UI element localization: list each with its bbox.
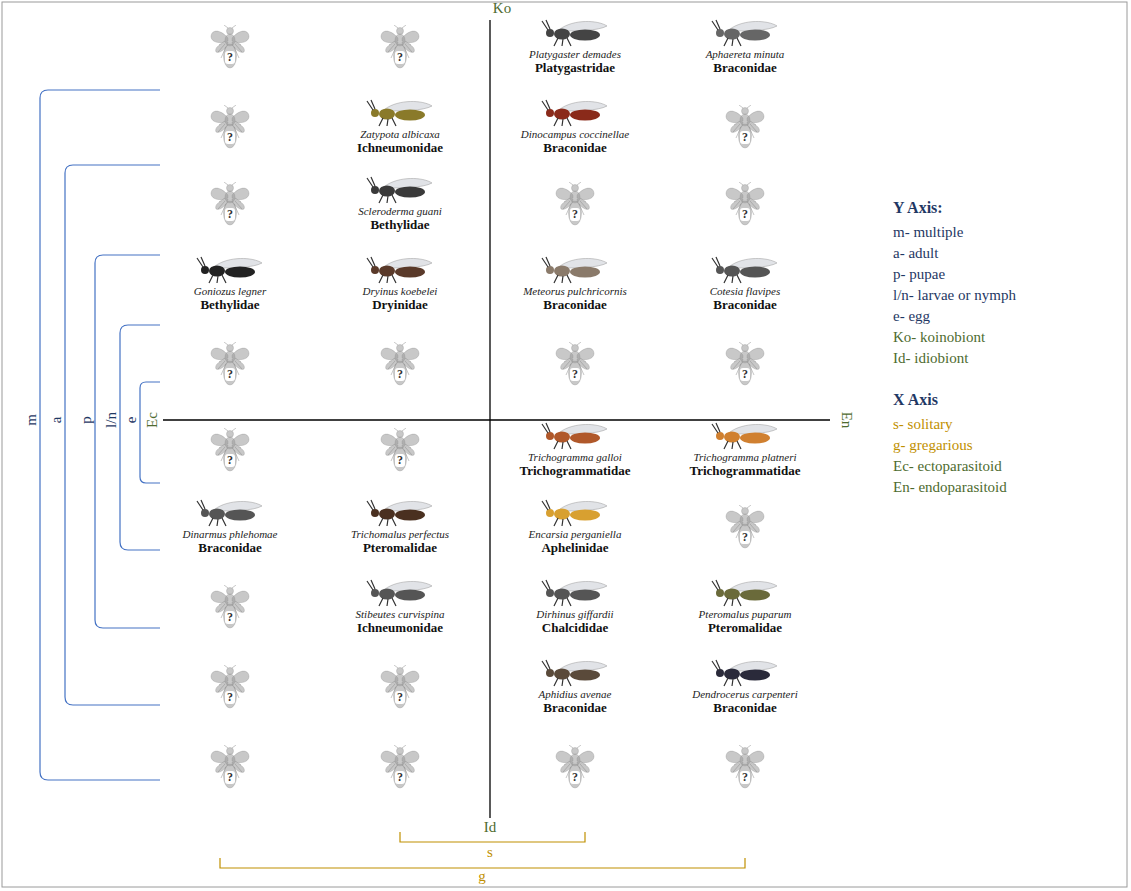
family-name: Bethylidae xyxy=(370,218,429,232)
legend-heading: Y Axis: xyxy=(893,200,943,216)
axis-label: l/n xyxy=(104,412,119,428)
legend-entry: g- gregarious xyxy=(893,437,973,454)
family-name: Pteromalidae xyxy=(363,541,437,555)
family-name: Braconidae xyxy=(713,701,777,715)
legend-entry: a- adult xyxy=(893,245,938,262)
species-name: Scleroderma guani xyxy=(358,205,442,217)
species-name: Dinocampus coccinellae xyxy=(521,128,629,140)
legend-entry: En- endoparasitoid xyxy=(893,479,1007,496)
species-pictures xyxy=(197,20,777,686)
species-name: Dinarmus phlehomae xyxy=(182,528,277,540)
species-name: Pteromalus puparum xyxy=(699,608,792,620)
axis-label: a xyxy=(49,417,64,424)
legend-entry: e- egg xyxy=(893,308,930,325)
species-name: Zatypota albicaxa xyxy=(360,128,440,140)
unknown-mark: ? xyxy=(395,771,405,784)
axis-label: Ko xyxy=(493,1,511,16)
legend-heading: X Axis xyxy=(893,392,938,408)
unknown-mark: ? xyxy=(225,771,235,784)
family-name: Ichneumonidae xyxy=(357,621,443,635)
unknown-mark: ? xyxy=(225,691,235,704)
family-name: Dryinidae xyxy=(372,298,428,312)
axis-label: e xyxy=(124,417,139,424)
unknown-mark: ? xyxy=(740,531,750,544)
unknown-mark: ? xyxy=(740,208,750,221)
family-name: Trichogrammatidae xyxy=(690,464,801,478)
unknown-mark: ? xyxy=(740,368,750,381)
axis-label: Ec xyxy=(145,412,160,428)
legend-entry: Ec- ectoparasitoid xyxy=(893,458,1002,475)
family-name: Braconidae xyxy=(543,701,607,715)
legend-entry: m- multiple xyxy=(893,224,963,241)
family-name: Trichogrammatidae xyxy=(520,464,631,478)
species-name: Dendrocerus carpenteri xyxy=(692,688,798,700)
legend-entry: l/n- larvae or nymph xyxy=(893,287,1016,304)
family-name: Platygastridae xyxy=(535,61,615,75)
legend-entry: Id- idiobiont xyxy=(893,350,968,367)
legend-entry: s- solitary xyxy=(893,416,953,433)
axis-label: s xyxy=(487,845,493,860)
species-name: Meteorus pulchricornis xyxy=(523,285,627,297)
family-name: Aphelinidae xyxy=(541,541,608,555)
species-name: Cotesia flavipes xyxy=(710,285,781,297)
unknown-mark: ? xyxy=(225,131,235,144)
species-name: Platygaster demades xyxy=(529,48,621,60)
unknown-mark: ? xyxy=(570,368,580,381)
species-name: Dryinus koebelei xyxy=(363,285,438,297)
unknown-mark: ? xyxy=(225,208,235,221)
species-name: Stibeutes curvispina xyxy=(356,608,445,620)
species-name: Aphidius avenae xyxy=(538,688,611,700)
unknown-mark: ? xyxy=(395,51,405,64)
family-name: Braconidae xyxy=(713,61,777,75)
unknown-mark: ? xyxy=(395,454,405,467)
unknown-mark: ? xyxy=(225,368,235,381)
family-name: Chalcididae xyxy=(542,621,608,635)
family-name: Braconidae xyxy=(543,141,607,155)
family-name: Braconidae xyxy=(543,298,607,312)
species-name: Encarsia perganiella xyxy=(529,528,622,540)
family-name: Braconidae xyxy=(198,541,262,555)
species-name: Goniozus legner xyxy=(194,285,266,297)
unknown-mark: ? xyxy=(395,691,405,704)
species-name: Dirhinus giffardii xyxy=(536,608,613,620)
stage-brackets xyxy=(40,90,160,780)
unknown-mark: ? xyxy=(225,51,235,64)
bottom-brackets xyxy=(220,832,745,868)
unknown-mark: ? xyxy=(740,131,750,144)
axis-label: Id xyxy=(484,820,497,835)
unknown-mark: ? xyxy=(225,454,235,467)
unknown-mark: ? xyxy=(225,611,235,624)
species-name: Trichogramma platneri xyxy=(694,451,797,463)
axis-label: p xyxy=(79,416,94,424)
species-name: Trichogramma galloi xyxy=(528,451,622,463)
x-axis xyxy=(163,419,830,420)
family-name: Braconidae xyxy=(713,298,777,312)
legend-entry: Ko- koinobiont xyxy=(893,329,985,346)
species-name: Aphaereta minuta xyxy=(706,48,785,60)
axis-label: m xyxy=(24,414,39,426)
unknown-mark: ? xyxy=(395,368,405,381)
family-name: Bethylidae xyxy=(200,298,259,312)
family-name: Pteromalidae xyxy=(708,621,782,635)
unknown-mark: ? xyxy=(570,208,580,221)
legend-entry: p- pupae xyxy=(893,266,945,283)
family-name: Ichneumonidae xyxy=(357,141,443,155)
unknown-mark: ? xyxy=(740,771,750,784)
axis-label: g xyxy=(478,869,486,884)
species-name: Trichomalus perfectus xyxy=(351,528,449,540)
y-axis xyxy=(489,20,490,818)
unknown-wasp-icons xyxy=(211,25,764,788)
axis-label: En xyxy=(839,412,854,429)
unknown-mark: ? xyxy=(570,771,580,784)
